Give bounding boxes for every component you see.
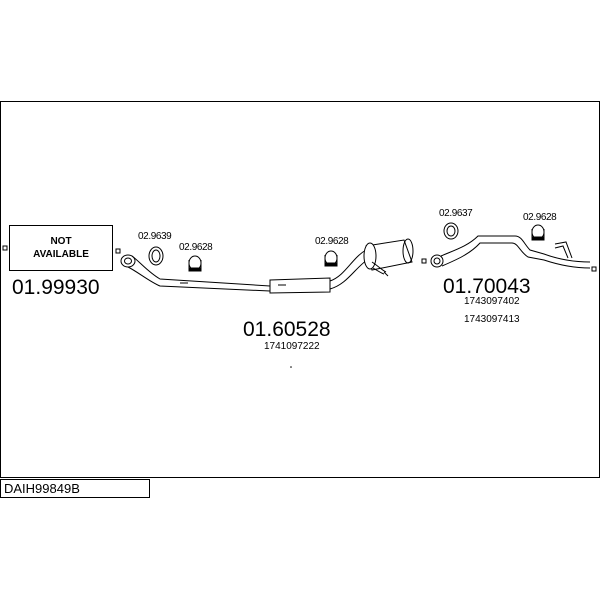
connector-marker <box>2 245 8 251</box>
sealing-ring-icon <box>148 246 164 266</box>
footer-code: DAIH99849B <box>4 481 80 496</box>
middle-pipe-drawing <box>120 249 371 294</box>
rear-silencer-part-number: 01.70043 <box>443 275 531 298</box>
clamp-front-label: 02.9628 <box>179 242 213 253</box>
front-pipe-part-number: 01.99930 <box>12 276 100 299</box>
dot-mark <box>290 366 292 368</box>
connector-marker <box>421 258 427 264</box>
rear-pipe-drawing <box>430 235 591 269</box>
connector-marker <box>591 266 597 272</box>
ring-front-label: 02.9639 <box>138 231 172 242</box>
clamp-rear-label: 02.9628 <box>523 212 557 223</box>
clamp-middle-label: 02.9628 <box>315 236 349 247</box>
middle-pipe-oe-number: 1741097222 <box>264 341 320 352</box>
ring-rear-label: 02.9637 <box>439 208 473 219</box>
footer-code-box: DAIH99849B <box>0 479 150 498</box>
rear-silencer-oe-number-2: 1743097413 <box>464 314 520 325</box>
not-available-line2: AVAILABLE <box>33 249 89 260</box>
connector-marker <box>115 248 121 254</box>
clamp-icon <box>531 224 545 241</box>
rear-silencer-oe-number-1: 1743097402 <box>464 296 520 307</box>
sealing-ring-icon <box>443 222 459 240</box>
clamp-icon <box>324 250 338 267</box>
clamp-icon <box>188 255 202 272</box>
middle-pipe-part-number: 01.60528 <box>243 318 331 341</box>
not-available-line1: NOT <box>50 236 72 247</box>
not-available-box: NOT AVAILABLE <box>9 225 113 271</box>
silencer-drawing <box>363 238 414 277</box>
